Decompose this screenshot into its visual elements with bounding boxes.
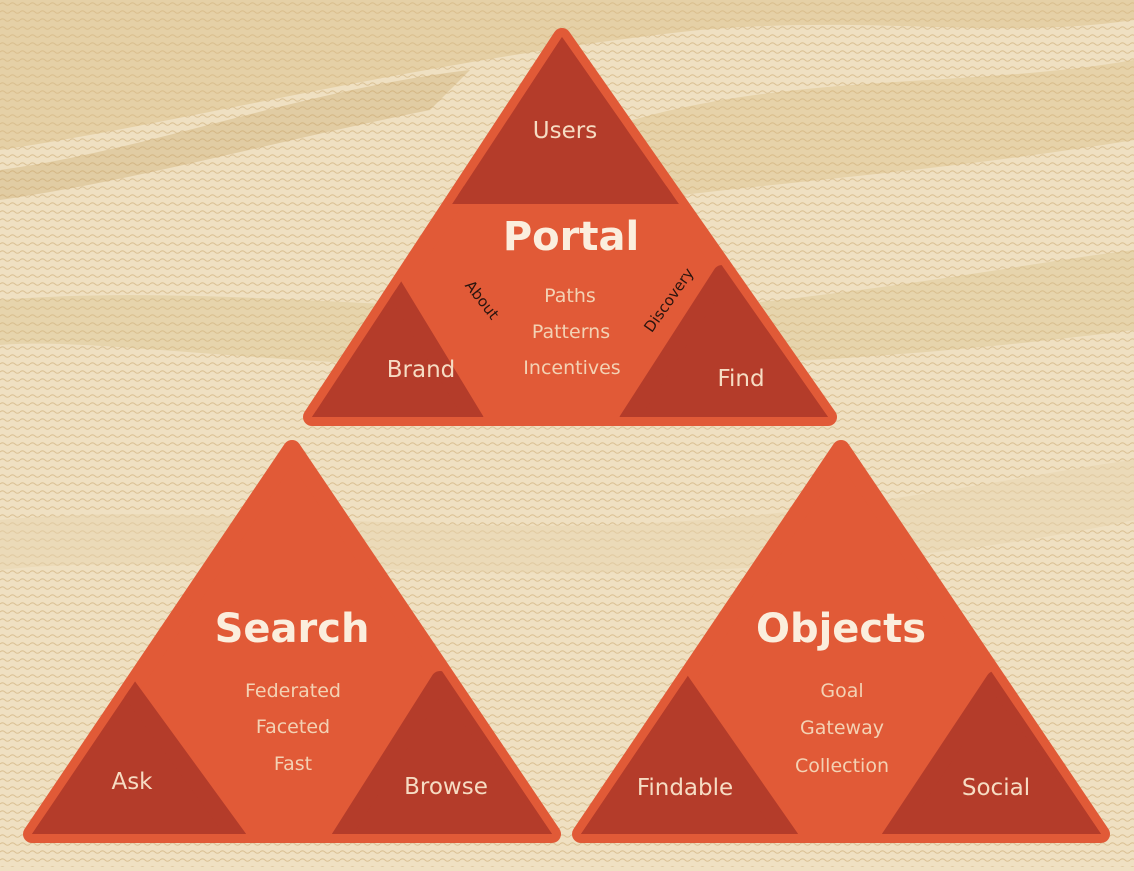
search-corner-label-right: Browse xyxy=(404,774,488,800)
objects-triangle: Objects Goal Gateway Collection Findable… xyxy=(572,440,1110,843)
objects-corner-label-right: Social xyxy=(962,775,1030,801)
search-item-1: Federated xyxy=(245,680,341,702)
search-item-2: Faceted xyxy=(256,716,330,738)
search-corner-label-left: Ask xyxy=(111,769,153,795)
objects-corner-label-left: Findable xyxy=(637,775,733,801)
portal-item-1: Paths xyxy=(544,285,596,307)
portal-title: Portal xyxy=(503,214,639,260)
objects-item-1: Goal xyxy=(820,680,863,702)
objects-item-2: Gateway xyxy=(800,717,884,739)
search-triangle: Search Federated Faceted Fast Ask Browse xyxy=(23,440,561,843)
portal-item-2: Patterns xyxy=(532,321,610,343)
objects-title: Objects xyxy=(756,606,926,652)
search-item-3: Fast xyxy=(274,753,312,775)
portal-corner-label-left: Brand xyxy=(387,357,456,383)
portal-corner-label-right: Find xyxy=(717,366,764,392)
portal-corner-label-top: Users xyxy=(533,118,597,144)
objects-item-3: Collection xyxy=(795,755,889,777)
search-title: Search xyxy=(215,606,370,652)
portal-item-3: Incentives xyxy=(523,357,620,379)
